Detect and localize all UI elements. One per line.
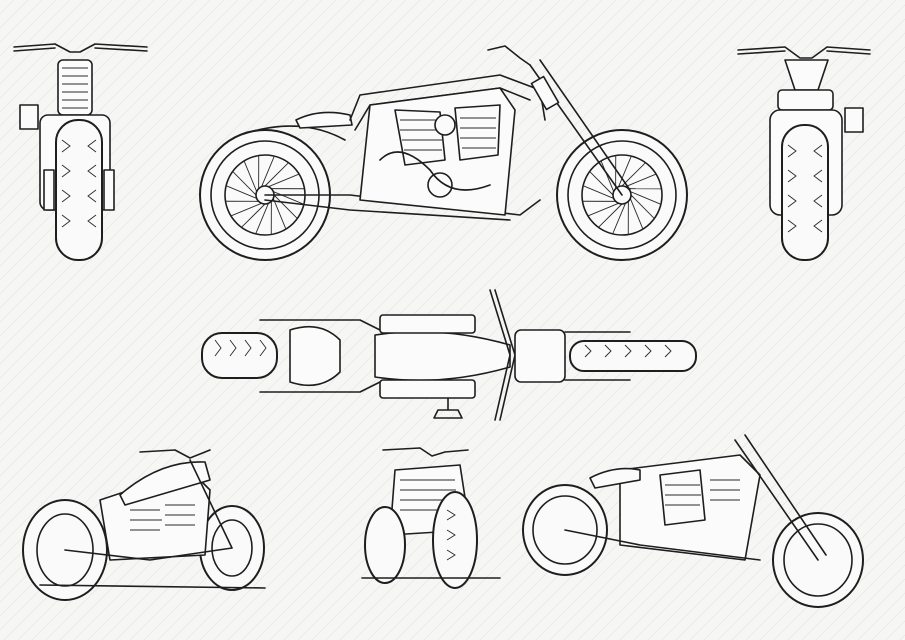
rear-three-quarter-view — [22, 449, 266, 601]
wheel-spoke — [264, 162, 289, 187]
front-tire — [569, 340, 697, 372]
wheel-spoke — [243, 160, 258, 192]
handlebar — [13, 43, 148, 53]
wheel-spoke — [582, 185, 614, 199]
wheel-spoke — [241, 203, 266, 228]
wheel-spoke — [273, 194, 298, 219]
exhaust — [844, 107, 864, 133]
wheel-spoke — [621, 162, 646, 187]
wheel-spoke — [618, 155, 632, 187]
wheel-spoke — [630, 191, 662, 205]
handlebar — [487, 45, 531, 66]
handlebar — [737, 46, 871, 59]
front-cylinder — [454, 104, 501, 161]
wheel-spoke — [255, 203, 269, 235]
rear-view — [737, 46, 871, 261]
rear-tire — [201, 332, 278, 379]
ground-line — [39, 584, 266, 589]
engine-cover — [427, 172, 453, 198]
wheel-spoke — [629, 198, 644, 230]
wheel-spoke — [232, 171, 257, 196]
seat — [295, 111, 353, 129]
rear-fender — [239, 125, 346, 141]
rear-tire — [781, 124, 829, 261]
wheel-spoke — [625, 173, 657, 188]
rear-cylinder — [394, 109, 446, 166]
top-view — [201, 289, 697, 421]
headlight-assembly — [514, 329, 566, 383]
wheel-spoke — [272, 198, 287, 230]
wheel-spoke — [589, 171, 614, 196]
front-tire — [55, 119, 103, 261]
wheel-spoke — [630, 194, 655, 219]
exhaust-pipe — [379, 151, 491, 191]
front-three-quarter-view — [361, 447, 501, 589]
fork-spring — [530, 75, 560, 111]
front-view — [13, 43, 148, 261]
wheel-spoke — [598, 203, 623, 228]
wheel-spoke — [225, 185, 257, 199]
wheel-spoke — [587, 202, 619, 217]
wheel-spoke — [600, 160, 615, 192]
wheel-spoke — [268, 173, 300, 188]
exhaust — [19, 104, 39, 130]
wheel-spoke — [273, 191, 305, 205]
wheel-spoke — [261, 155, 275, 187]
air-filter — [434, 114, 456, 136]
side-view — [199, 45, 688, 261]
side-three-quarter-view — [522, 434, 864, 608]
wheel-spoke — [230, 202, 262, 217]
wheel-spoke — [612, 203, 626, 235]
seat — [289, 325, 341, 387]
kickstand — [433, 397, 463, 419]
